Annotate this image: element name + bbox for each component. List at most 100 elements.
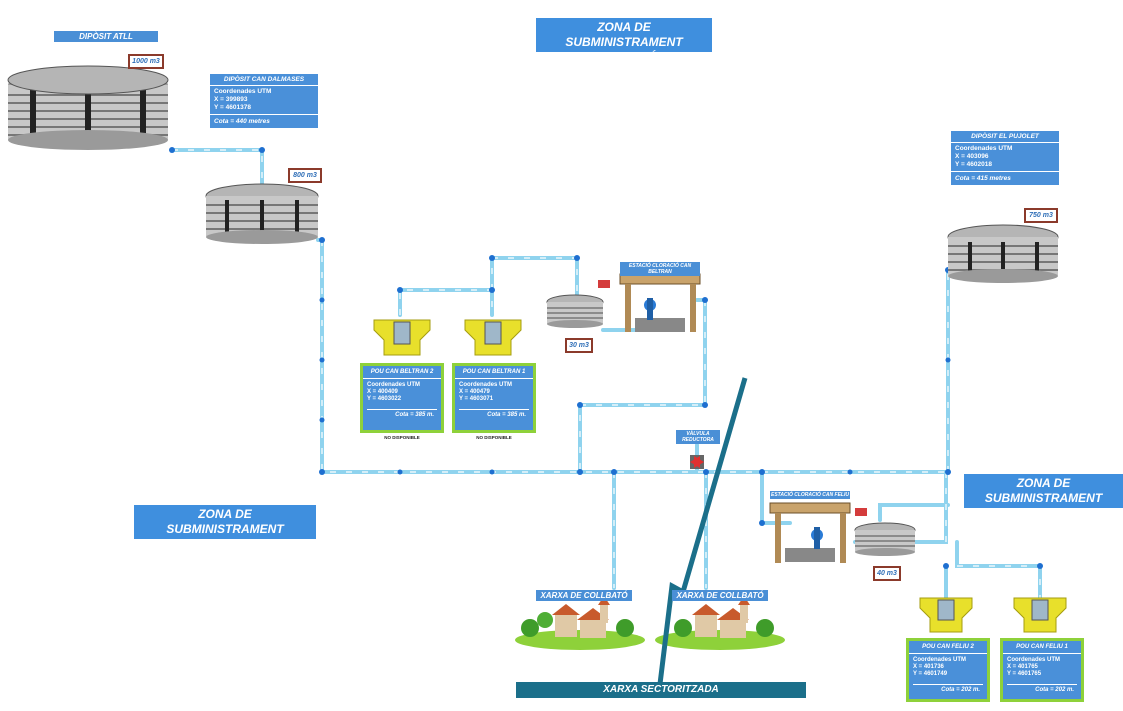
chlorination-station-feliu-icon [769, 502, 867, 563]
coord-x: X = 400479 [459, 389, 490, 395]
network-left-label: XARXA DE COLLBATÓ [536, 590, 632, 601]
coords-label: Coordenades UTM [1007, 657, 1061, 663]
pipe-node [489, 469, 495, 475]
pipe-node [703, 469, 709, 475]
pipe-wells-beltran [398, 288, 494, 317]
deposit-atll-volume: 1000 m3 [128, 54, 164, 69]
deposit-pujolet-info: DIPÒSIT EL PUJOLET Coordenades UTM X = 4… [951, 131, 1059, 185]
deposit-pujolet-volume: 750 m3 [1024, 208, 1058, 223]
well-beltran1-cota: Cota = 385 m. [459, 409, 529, 420]
pipe-node [611, 469, 617, 475]
pipe-node [397, 469, 403, 475]
pipe-atll-dalmases [170, 148, 264, 187]
sectorized-network-label: XARXA SECTORITZADA [516, 682, 806, 698]
well-beltran2-status: NO DISPONIBLE [384, 435, 420, 440]
pipe-node [259, 147, 265, 153]
tank-dalmases-icon [205, 183, 319, 244]
pipe-node [489, 287, 495, 293]
tank-atll-icon [7, 65, 169, 150]
well-feliu2-coords: Coordenades UTM X = 401736 Y = 4601749 [909, 654, 987, 681]
tank-pujolet-icon [947, 224, 1059, 283]
pipe-node [702, 402, 708, 408]
deposit-dalmases-title: DIPÒSIT CAN DALMASES [210, 74, 318, 86]
pipe-node [489, 255, 495, 261]
pipe-node [759, 520, 765, 526]
tank-beltran-small-icon [546, 294, 604, 328]
coords-label: Coordenades UTM [955, 145, 1013, 152]
well-beltran2-cota: Cota = 385 m. [367, 409, 437, 420]
deposit-dalmases-info: DIPÒSIT CAN DALMASES Coordenades UTM X =… [210, 74, 318, 128]
deposit-pujolet-title: DIPÒSIT EL PUJOLET [951, 131, 1059, 143]
deposit-dalmases-volume: 800 m3 [288, 168, 322, 183]
valve-label: VÀLVULA REDUCTORA [676, 430, 720, 444]
pipe-node [577, 402, 583, 408]
town-collbato-right-icon [655, 596, 785, 650]
station-beltran-label: ESTACIÓ CLORACIÓ CAN BELTRAN [620, 262, 700, 276]
zone-collbato-line1: ZONA DE SUBMINISTRAMENT [565, 20, 683, 49]
zone-feliu-line1: ZONA DE SUBMINISTRAMENT [984, 476, 1103, 505]
deposit-pujolet-cota: Cota = 415 metres [955, 175, 1011, 182]
zone-dalmases-line1: ZONA DE SUBMINISTRAMENT [166, 507, 284, 536]
zone-collbato-label: ZONA DE SUBMINISTRAMENT COLLBATÓ [536, 18, 712, 64]
coord-x: X = 401765 [1007, 664, 1038, 670]
well-head-feliu1-icon [1013, 597, 1067, 633]
pipe-node [574, 255, 580, 261]
coords-label: Coordenades UTM [367, 382, 421, 388]
coords-label: Coordenades UTM [913, 657, 967, 663]
well-beltran1-info: POU CAN BELTRAN 1 Coordenades UTM X = 40… [452, 363, 536, 440]
well-beltran2-title: POU CAN BELTRAN 2 [363, 366, 441, 379]
pipe-node [319, 417, 325, 423]
deposit-dalmases-coords: Coordenades UTM X = 399893 Y = 4601378 [210, 86, 318, 115]
pipe-node [319, 469, 325, 475]
pipe-feliu-down [955, 540, 1042, 600]
coord-y: Y = 4601749 [913, 671, 948, 677]
well-head-beltran2-icon [373, 319, 431, 356]
network-right-label: XARXA DE COLLBATÓ [672, 590, 768, 601]
zone-feliu-label: ZONA DE SUBMINISTRAMENT CAN FELIU [964, 474, 1123, 520]
well-beltran1-title: POU CAN BELTRAN 1 [455, 366, 533, 379]
pipe-node [319, 237, 325, 243]
pipe-node [319, 357, 325, 363]
coord-x: X = 401736 [913, 664, 944, 670]
town-collbato-left-icon [515, 596, 645, 650]
coord-y: Y = 4603071 [459, 396, 494, 402]
coords-label: Coordenades UTM [214, 88, 272, 95]
pipe-node [945, 469, 951, 475]
pipe-node [397, 287, 403, 293]
well-beltran1-status: NO DISPONIBLE [476, 435, 512, 440]
zone-feliu-line2: CAN FELIU [1011, 506, 1076, 520]
coord-x: X = 399893 [214, 96, 248, 103]
zone-dalmases-line2: CAN DALMASES / CAN BELTRAN [158, 537, 292, 566]
pipe-beltran-tank [490, 256, 579, 302]
zone-collbato-line2: COLLBATÓ [591, 50, 657, 64]
well-head-beltran1-icon [464, 319, 522, 356]
station-feliu-label: ESTACIÓ CLORACIÓ CAN FELIU [770, 491, 850, 499]
coords-label: Coordenades UTM [459, 382, 513, 388]
coord-x: X = 400409 [367, 389, 398, 395]
deposit-beltran-small-volume: 30 m3 [565, 338, 593, 353]
zone-dalmases-label: ZONA DE SUBMINISTRAMENT CAN DALMASES / C… [134, 505, 316, 566]
pressure-valve-icon [690, 455, 704, 469]
well-feliu1-title: POU CAN FELIU 1 [1003, 641, 1081, 654]
coord-y: Y = 4601378 [214, 104, 251, 111]
well-feliu2-cota: Cota = 202 m. [913, 684, 983, 695]
pipe-node [943, 563, 949, 569]
pipe-node [1037, 563, 1043, 569]
well-feliu1-info: POU CAN FELIU 1 Coordenades UTM X = 4017… [1000, 638, 1084, 702]
pipe-node [319, 297, 325, 303]
well-beltran2-info: POU CAN BELTRAN 2 Coordenades UTM X = 40… [360, 363, 444, 440]
pipe-node [169, 147, 175, 153]
pipe-node [945, 357, 951, 363]
well-head-feliu2-icon [919, 597, 973, 633]
coord-x: X = 403096 [955, 153, 989, 160]
deposit-pujolet-coords: Coordenades UTM X = 403096 Y = 4602018 [951, 143, 1059, 172]
deposit-feliu-small-volume: 40 m3 [873, 566, 901, 581]
coord-y: Y = 4601765 [1007, 671, 1042, 677]
pipe-node [759, 469, 765, 475]
deposit-dalmases-cota: Cota = 440 metres [214, 118, 270, 125]
well-beltran1-coords: Coordenades UTM X = 400479 Y = 4603071 [455, 379, 533, 406]
well-feliu1-cota: Cota = 202 m. [1007, 684, 1077, 695]
well-feliu1-coords: Coordenades UTM X = 401765 Y = 4601765 [1003, 654, 1081, 681]
